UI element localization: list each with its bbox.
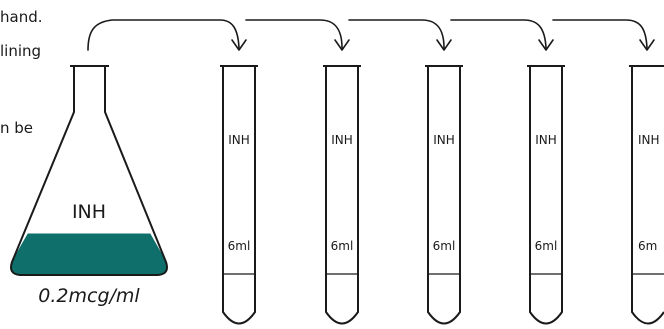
- text-fragment-3: n be: [0, 119, 33, 137]
- flask-label: INH: [72, 201, 106, 223]
- tube-label: INH: [331, 133, 353, 147]
- arrowhead-tube-4: [538, 39, 554, 51]
- arrowhead-tube-1: [231, 39, 247, 51]
- flask: INH 0.2mcg/ml: [10, 65, 168, 307]
- tube-label: INH: [535, 133, 557, 147]
- tube-label: INH: [433, 133, 455, 147]
- arrow-tube-1-to-tube-2: [245, 19, 343, 49]
- tube-outline: [325, 66, 359, 325]
- flask-concentration: 0.2mcg/ml: [38, 285, 140, 307]
- tube-volume: 6ml: [433, 239, 456, 253]
- arrowhead-tube-3: [436, 39, 452, 51]
- flask-outline: [10, 66, 168, 276]
- test-tube-5: INH 6m: [629, 65, 664, 325]
- test-tube-4: INH 6ml: [527, 65, 565, 325]
- test-tube-1: INH 6ml: [220, 65, 258, 325]
- arrow-tube-2-to-tube-3: [348, 19, 445, 49]
- tube-outline: [222, 66, 256, 325]
- test-tube-3: INH 6ml: [425, 65, 463, 325]
- transfer-arrows: [87, 19, 655, 51]
- tube-volume: 6ml: [535, 239, 558, 253]
- tube-outline: [427, 66, 461, 325]
- tube-volume: 6ml: [228, 239, 251, 253]
- arrowhead-tube-5: [639, 39, 655, 51]
- arrow-tube-3-to-tube-4: [450, 19, 547, 49]
- tube-outline: [529, 66, 563, 325]
- arrowhead-tube-2: [334, 39, 350, 51]
- text-fragment-1: hand.: [0, 8, 43, 26]
- tube-outline: [631, 66, 664, 325]
- arrow-flask-to-tube-1: [87, 19, 240, 51]
- tube-label: INH: [638, 133, 660, 147]
- text-fragment-2: lining: [0, 42, 41, 60]
- tube-volume: 6ml: [331, 239, 354, 253]
- tube-volume: 6m: [638, 239, 657, 253]
- test-tube-2: INH 6ml: [323, 65, 361, 325]
- flask-liquid: [10, 233, 168, 276]
- arrow-tube-4-to-tube-5: [552, 19, 648, 49]
- tube-label: INH: [228, 133, 250, 147]
